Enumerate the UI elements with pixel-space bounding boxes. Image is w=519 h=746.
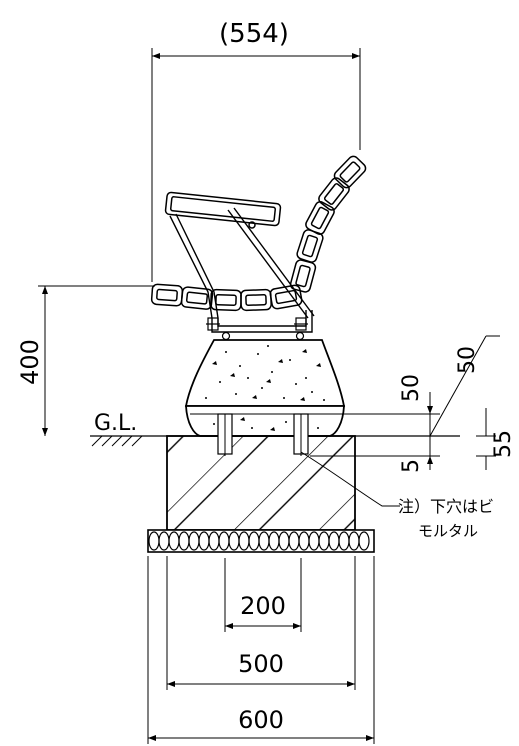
dim-50-a-label: 50 xyxy=(399,374,424,402)
ground-label: G.L. xyxy=(94,411,137,436)
seat-height-label: 400 xyxy=(16,339,44,385)
overall-width-dimension: (554) xyxy=(151,19,361,282)
bolt-spacing-dimension: 200 xyxy=(224,558,302,632)
backrest-frame xyxy=(169,207,315,333)
gravel-bed xyxy=(147,529,375,553)
concrete-base xyxy=(184,339,346,437)
seat-slats xyxy=(150,283,303,312)
dim-50-b-label: 50 xyxy=(455,346,480,374)
right-vertical-dimensions xyxy=(310,335,500,470)
frame-bolts xyxy=(206,317,308,341)
note-line-1: 注）下穴はビ xyxy=(398,497,494,516)
bolt-spacing-label: 200 xyxy=(240,592,286,620)
backrest-slats xyxy=(289,155,367,293)
foundation-width-label: 500 xyxy=(238,650,284,678)
foundation-width-dimension: 500 xyxy=(166,556,356,690)
gravel-width-dimension: 600 xyxy=(147,556,375,744)
dim-55-label: 55 xyxy=(491,430,516,458)
gravel-width-label: 600 xyxy=(238,706,284,734)
concrete-foundation xyxy=(166,413,356,531)
note-line-2: モルタル xyxy=(418,522,478,540)
note-leader xyxy=(300,451,400,507)
backrest-top-board xyxy=(164,191,282,229)
overall-width-label: (554) xyxy=(219,19,289,49)
dim-5-label: 5 xyxy=(399,459,424,473)
seat-height-dimension: 400 xyxy=(16,285,155,436)
